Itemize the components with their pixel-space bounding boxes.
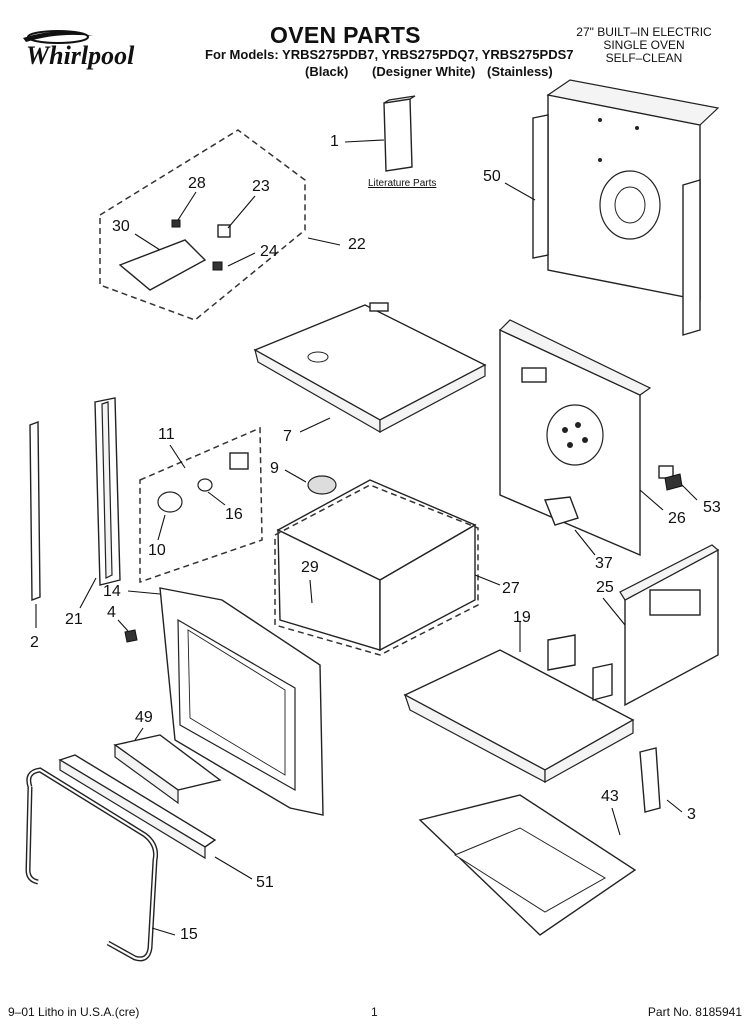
variant-designer-white: (Designer White) [372,64,476,79]
callout-2: 2 [30,634,39,651]
variant-black: (Black) [305,64,349,79]
part-9 [284,469,337,495]
callout-11: 11 [158,426,175,443]
oven-description: 27" BUILT–IN ELECTRIC SINGLE OVEN SELF–C… [564,26,724,65]
screw-part-4 [117,619,138,643]
vertical-strip-part [29,420,41,628]
variant-stainless: (Stainless) [487,64,553,79]
oven-cavity-part [274,479,501,656]
callout-37: 37 [595,555,613,572]
part-53 [658,465,698,501]
bottom-panel-part [403,622,635,784]
side-bracket-part [602,544,720,707]
callout-3: 3 [687,806,696,823]
callout-1: 1 [330,133,339,150]
desc-line-1: 27" BUILT–IN ELECTRIC [576,25,712,39]
callout-22: 22 [348,236,366,253]
callout-26: 26 [668,510,686,527]
part-49 [113,727,222,805]
part-37 [544,496,596,556]
callout-14: 14 [103,583,121,600]
callout-50: 50 [483,168,501,185]
footer-page-number: 1 [371,1005,378,1019]
brand-wordmark: Whirlpool [26,41,135,70]
electrical-assembly-part [99,129,341,321]
callout-21: 21 [65,611,83,628]
callout-27: 27 [502,580,520,597]
part-29 [309,579,313,604]
callout-49: 49 [135,709,153,726]
callout-15: 15 [180,926,198,943]
side-trim-part [79,397,121,609]
top-heat-shield-part [253,302,487,434]
page-title: OVEN PARTS [270,22,421,48]
bottom-tray-part [418,794,637,936]
callout-24: 24 [260,243,278,260]
footer-litho: 9–01 Litho in U.S.A.(cre) [8,1005,140,1019]
knob-assembly-part [139,426,263,584]
callout-16: 16 [225,506,243,523]
callout-51: 51 [256,874,274,891]
front-frame-part [127,587,324,816]
callout-4: 4 [107,604,116,621]
door-gasket-part [25,767,176,962]
callout-10: 10 [148,542,166,559]
rear-panel-part [504,79,720,336]
side-panel-part [498,319,664,557]
desc-line-2: SINGLE OVEN [603,38,685,52]
trim-strip-part-51 [58,754,253,880]
callout-9: 9 [270,460,279,477]
footer-part-number: Part No. 8185941 [647,1005,742,1019]
callout-25: 25 [596,579,614,596]
callout-30: 30 [112,218,130,235]
callout-19: 19 [513,609,531,626]
whirlpool-logo: Whirlpool [18,24,168,74]
literature-parts-label: Literature Parts [368,178,437,189]
callout-43: 43 [601,788,619,805]
callout-29: 29 [301,559,319,576]
bracket-part-3 [639,747,683,813]
callout-23: 23 [252,178,270,195]
callout-53: 53 [703,499,721,516]
desc-line-3: SELF–CLEAN [605,51,683,65]
callout-7: 7 [283,428,292,445]
models-line: For Models: YRBS275PDB7, YRBS275PDQ7, YR… [205,47,574,62]
literature-part [344,95,416,172]
callout-28: 28 [188,175,206,192]
